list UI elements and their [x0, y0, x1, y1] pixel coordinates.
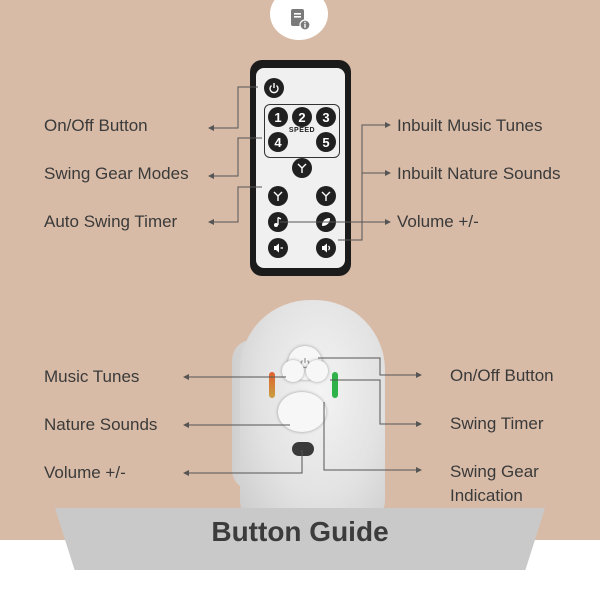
- label-device-swing-gear: Swing Gear Indication: [450, 462, 539, 505]
- label-device-nature-sounds: Nature Sounds: [44, 415, 158, 434]
- label-device-music-tunes: Music Tunes: [44, 367, 140, 386]
- fan-icon: [321, 191, 331, 201]
- label-device-swing-timer: Swing Timer: [450, 414, 544, 433]
- timer-button[interactable]: [268, 186, 288, 206]
- volume-up-icon: [322, 243, 331, 253]
- speed-label: SPEED: [288, 127, 316, 134]
- label-remote-swing-gear-modes: Swing Gear Modes: [44, 164, 189, 183]
- power-icon: [269, 83, 279, 94]
- speed-key-4[interactable]: 4: [268, 132, 288, 152]
- device-timer-button[interactable]: [306, 360, 328, 382]
- volume-down-icon: [274, 243, 283, 253]
- volume-down-button[interactable]: [268, 238, 288, 258]
- page-title: Button Guide: [211, 516, 389, 547]
- swing-gear-indicator-led: [332, 372, 338, 398]
- label-remote-nature-sounds: Inbuilt Nature Sounds: [397, 164, 561, 183]
- music-button[interactable]: [268, 212, 288, 232]
- speed-key-3[interactable]: 3: [316, 107, 336, 127]
- swing-mode-button[interactable]: [292, 158, 312, 178]
- speed-key-1[interactable]: 1: [268, 107, 288, 127]
- music-indicator-led: [269, 372, 275, 398]
- fan-icon: [297, 163, 307, 173]
- label-remote-on-off: On/Off Button: [44, 116, 148, 135]
- fan-icon: [273, 191, 283, 201]
- music-note-icon: [274, 216, 282, 227]
- speed-key-5[interactable]: 5: [316, 132, 336, 152]
- speed-key-2[interactable]: 2: [292, 107, 312, 127]
- label-device-volume: Volume +/-: [44, 463, 126, 482]
- remote-face: SPEED 1 2 3 4 5: [256, 68, 345, 268]
- book-info-icon: [291, 9, 311, 31]
- info-badge: [270, 0, 328, 40]
- label-remote-volume: Volume +/-: [397, 212, 479, 231]
- device-music-button[interactable]: [282, 360, 304, 382]
- power-button[interactable]: [264, 78, 284, 98]
- remote-control: SPEED 1 2 3 4 5: [250, 60, 351, 276]
- swing-button-right[interactable]: [316, 186, 336, 206]
- label-device-on-off: On/Off Button: [450, 366, 554, 385]
- speed-group: SPEED: [264, 104, 340, 158]
- title-banner: [55, 508, 545, 570]
- label-remote-auto-swing-timer: Auto Swing Timer: [44, 212, 178, 231]
- device-volume-slot[interactable]: [292, 442, 314, 456]
- volume-up-button[interactable]: [316, 238, 336, 258]
- label-remote-music-tunes: Inbuilt Music Tunes: [397, 116, 543, 135]
